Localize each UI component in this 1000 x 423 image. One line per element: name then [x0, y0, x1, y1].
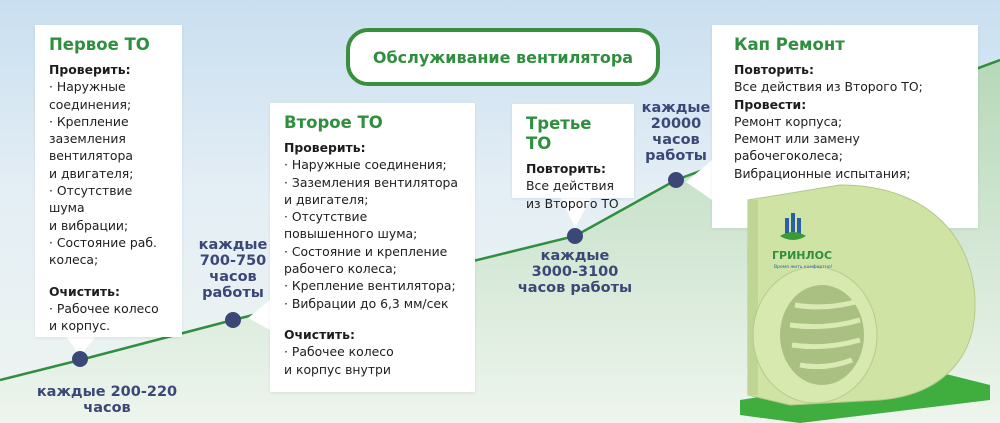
item: · Состояние и крепление	[284, 243, 448, 259]
item: и двигателя;	[284, 191, 369, 207]
stage-title: Третье ТО	[526, 114, 592, 153]
item: колеса;	[49, 252, 99, 268]
interval-line: часов	[209, 269, 257, 285]
item: · Отсутствие шума	[49, 183, 133, 216]
interval-line: каждые	[198, 237, 268, 253]
logo-tagline: Время жить комфортно!	[774, 264, 833, 270]
item: рабочего колеса;	[284, 261, 397, 277]
item: Вибрационные испытания;	[734, 165, 911, 181]
item: и двигателя;	[49, 165, 134, 181]
repeat-label: Повторить:	[734, 62, 814, 77]
stage-card-4: Кап Ремонт Повторить: Все действия из Вт…	[712, 25, 978, 228]
repeat-label: Повторить:	[526, 161, 606, 176]
interval-line: 3000-3100	[531, 264, 619, 280]
interval-line: каждые	[641, 100, 711, 116]
interval-line: работы	[202, 285, 264, 301]
item: · Крепление	[49, 113, 129, 129]
interval-line: 700-750	[199, 253, 267, 269]
stage-title: Кап Ремонт	[734, 35, 845, 54]
item: Ремонт корпуса;	[734, 113, 843, 129]
fan-illustration: ГРИНЛОС Время жить комфортно!	[740, 184, 990, 423]
logo-name: ГРИНЛОС	[772, 249, 832, 262]
interval-line: работы	[645, 148, 707, 164]
item: · Рабочее колесо	[284, 344, 394, 360]
item: из Второго ТО	[526, 195, 619, 211]
stage-title: Первое ТО	[49, 35, 150, 54]
item: Все действия из Второго ТО;	[734, 79, 923, 95]
item: · Вибрации до 6,3 мм/сек	[284, 295, 449, 311]
item: · Рабочее колесо	[49, 300, 159, 316]
item: · Отсутствие	[284, 209, 368, 225]
page-title: Обслуживание вентилятора	[346, 28, 660, 86]
milestone-dot	[567, 228, 583, 244]
item: · Наружные соединения;	[284, 157, 447, 173]
item: · Состояние раб.	[49, 234, 157, 250]
item: · Заземления вентилятора	[284, 174, 458, 190]
item: заземления	[49, 131, 126, 147]
stage-card-2: Второе ТО Проверить: · Наружные соединен…	[270, 103, 475, 392]
interval-line: каждые	[540, 248, 610, 264]
check-label: Проверить:	[49, 62, 131, 77]
item: · Крепление вентилятора;	[284, 278, 456, 294]
item: Все действия	[526, 178, 614, 194]
interval-line: 20000	[650, 116, 702, 132]
item: · Наружные	[49, 79, 126, 95]
interval-line: часов	[652, 132, 700, 148]
milestone-dot	[225, 312, 241, 328]
item: Ремонт или замену рабочегоколеса;	[734, 131, 860, 164]
logo: ГРИНЛОС Время жить комфортно!	[772, 213, 833, 270]
item: и корпус внутри	[284, 361, 391, 377]
item: повышенного шума;	[284, 226, 418, 242]
clean-label: Очистить:	[49, 283, 120, 299]
interval-line: часов работы	[517, 280, 633, 296]
item: и корпус.	[49, 318, 111, 334]
clean-label: Очистить:	[284, 326, 355, 342]
milestone-dot	[668, 172, 684, 188]
check-label: Проверить:	[284, 140, 366, 155]
item: вентилятора	[49, 148, 133, 164]
item: и вибрации;	[49, 217, 129, 233]
stage-title: Второе ТО	[284, 113, 383, 132]
do-label: Провести:	[734, 96, 807, 112]
interval-label-1: каждые 200-220 часов	[36, 384, 178, 416]
milestone-dot	[72, 351, 88, 367]
item: соединения;	[49, 96, 132, 112]
